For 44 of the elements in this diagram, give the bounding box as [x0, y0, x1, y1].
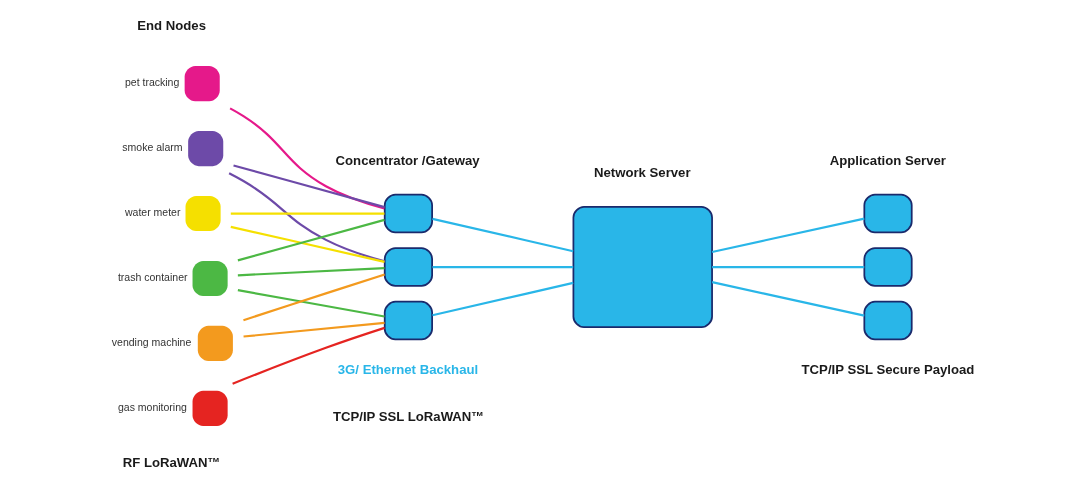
- node-box: [383, 247, 433, 287]
- label: TCP/IP SSL LoRaWAN™: [332, 409, 485, 425]
- node-box: [862, 247, 913, 287]
- connector: [711, 217, 864, 254]
- label: RF LoRaWAN™: [122, 454, 221, 470]
- connector: [230, 212, 384, 215]
- node-box: [383, 300, 433, 341]
- label: Network Server: [593, 165, 691, 181]
- node-box: [572, 206, 713, 329]
- node-label: pet tracking: [124, 76, 179, 89]
- node-box: [862, 193, 913, 234]
- label: Concentrator /Gateway: [335, 152, 480, 168]
- node-box: [187, 131, 223, 167]
- connector: [711, 281, 864, 317]
- connector: [228, 172, 385, 263]
- connector: [237, 218, 385, 262]
- connector: [237, 267, 385, 277]
- connector: [230, 225, 385, 263]
- node-box: [184, 66, 220, 102]
- connector: [232, 164, 385, 209]
- connector: [711, 265, 864, 269]
- connector: [431, 217, 573, 253]
- node-box: [192, 390, 228, 426]
- node-label: smoke alarm: [121, 141, 183, 154]
- connector: [237, 289, 385, 318]
- node-box: [185, 196, 221, 232]
- label: TCP/IP SSL Secure Payload: [801, 361, 974, 377]
- connector: [431, 281, 573, 317]
- connector: [231, 326, 385, 385]
- node-box: [192, 260, 228, 296]
- node-label: gas monitoring: [117, 401, 187, 414]
- connector: [431, 265, 573, 269]
- connector: [242, 273, 385, 322]
- label: Application Server: [829, 152, 946, 168]
- connector: [229, 107, 385, 210]
- node-label: vending machine: [111, 336, 191, 349]
- node-label: trash container: [117, 271, 187, 284]
- node-box: [197, 325, 233, 361]
- label: 3G/ Ethernet Backhaul: [337, 361, 478, 377]
- node-box: [383, 193, 433, 234]
- node-box: [862, 300, 913, 341]
- connector: [242, 321, 385, 338]
- label: End Nodes: [136, 17, 206, 33]
- node-label: water meter: [124, 206, 180, 219]
